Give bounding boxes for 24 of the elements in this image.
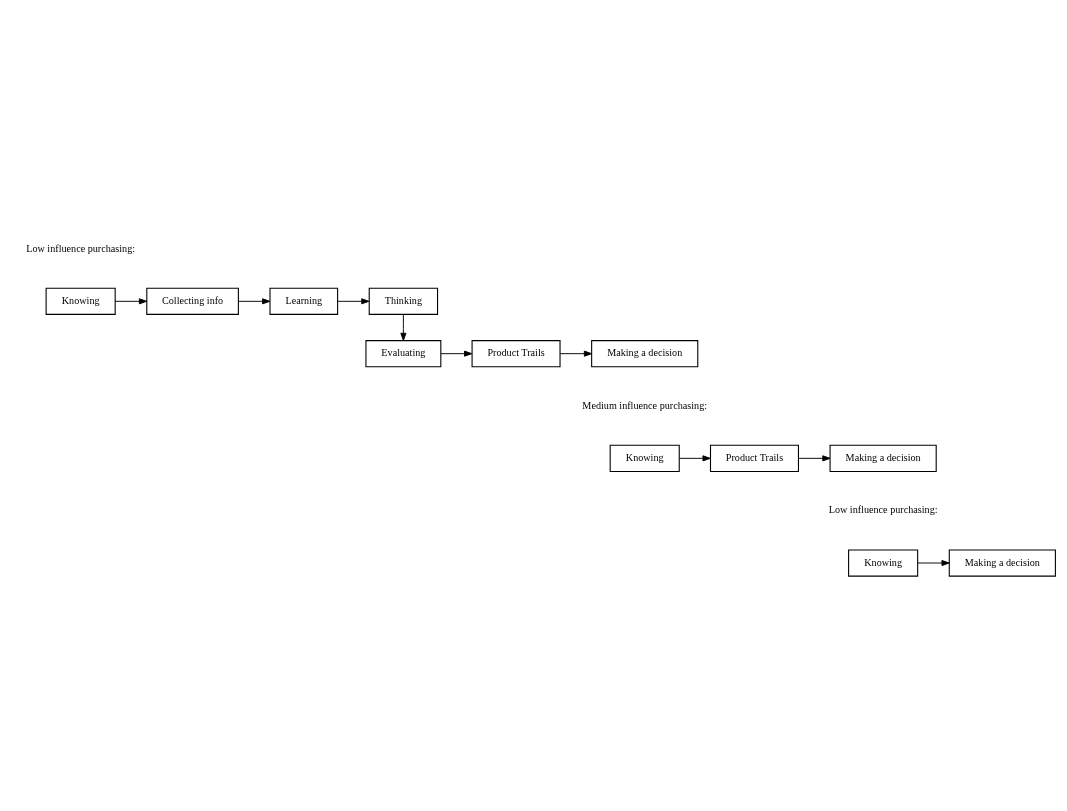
label: Medium influence purchasing: (582, 399, 708, 411)
node-box: Knowing (609, 444, 680, 472)
node-box: Learning (269, 287, 339, 315)
arrow (337, 297, 370, 304)
node-box: Making a decision (591, 339, 699, 367)
node-box: Thinking (368, 287, 439, 315)
node-box: Making a decision (948, 548, 1056, 577)
node-box: Knowing (848, 548, 919, 577)
node-box: Making a decision (829, 444, 937, 472)
node-box: Evaluating (365, 339, 442, 367)
arrow (237, 297, 271, 304)
node-box: Collecting info (146, 287, 239, 315)
node-box: Product Trails (471, 339, 561, 367)
arrow (798, 454, 831, 461)
arrow (679, 454, 711, 461)
arrow (559, 350, 593, 357)
label: Low influence purchasing: (26, 242, 136, 254)
node-box: Product Trails (709, 444, 799, 472)
arrow (917, 559, 950, 566)
arrow (114, 297, 148, 304)
label: Low influence purchasing: (828, 503, 938, 515)
arrow (400, 313, 407, 341)
node-box: Knowing (45, 287, 116, 315)
arrow (440, 350, 473, 357)
